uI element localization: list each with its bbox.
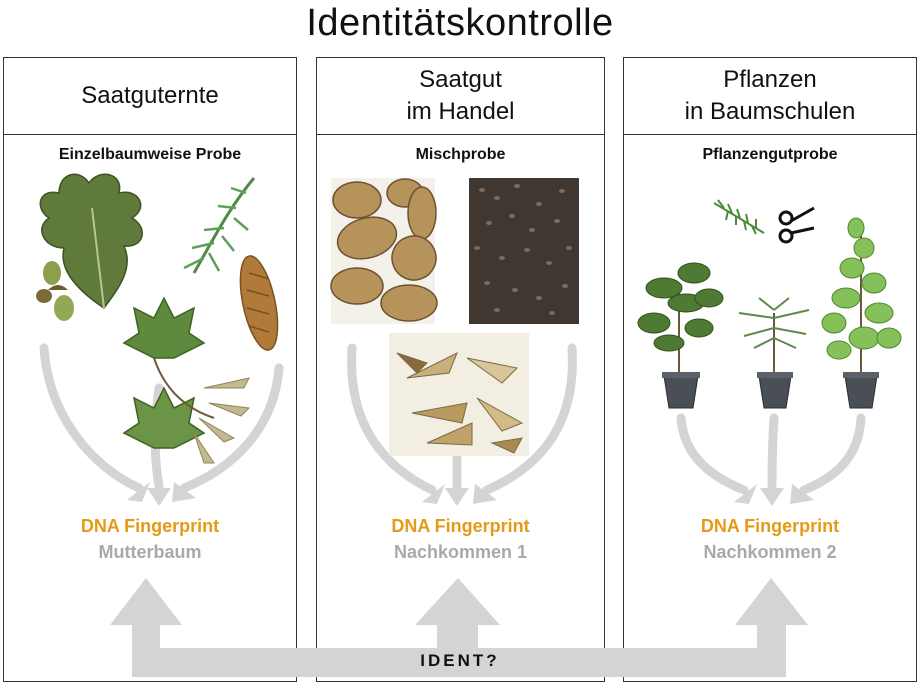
arrow-head	[445, 488, 469, 506]
arrow-head	[422, 484, 445, 504]
dna-fingerprint-sublabel: Mutterbaum	[98, 542, 202, 562]
dna-fingerprint-label: DNA Fingerprint	[391, 516, 530, 536]
heading-line: Saatgut	[419, 66, 502, 93]
nursery-illustration	[637, 199, 902, 506]
acorn-icon	[330, 178, 438, 322]
panel-heading: Saatguternte	[4, 58, 296, 135]
panel-subtitle: Einzelbaumweise Probe	[58, 146, 242, 163]
dna-fingerprint-sublabel: Nachkommen 2	[703, 542, 837, 562]
panel-seed-harvest: Saatguternte Einzelbaumweise Probe	[3, 57, 297, 682]
heading-line: im Handel	[406, 98, 515, 125]
arrow-head	[147, 488, 171, 506]
samara-icon	[193, 377, 251, 464]
ident-question-label: IDENT?	[420, 651, 500, 670]
acorn-photo	[330, 178, 438, 324]
seed-harvest-illustration	[36, 173, 284, 506]
arrow-head	[734, 484, 757, 504]
maple-leaf-icon	[122, 296, 215, 449]
twig-icon	[713, 199, 765, 235]
arrow-curve	[179, 363, 284, 493]
samara-photo	[389, 333, 529, 456]
potted-plant-icon	[821, 217, 902, 409]
dna-fingerprint-sublabel: Nachkommen 1	[393, 542, 528, 562]
arrow-head	[760, 488, 784, 506]
dna-fingerprint-label: DNA Fingerprint	[80, 516, 220, 536]
arrow-curve	[347, 343, 437, 495]
panel-subtitle: Pflanzengutprobe	[702, 146, 838, 163]
samara-icon	[396, 351, 524, 454]
arrow-head	[473, 484, 497, 504]
arrow-curve	[767, 413, 779, 491]
arrow-head	[790, 484, 814, 504]
seed-trade-illustration	[330, 178, 579, 506]
dna-fingerprint-label: DNA Fingerprint	[700, 516, 840, 536]
panel-heading: Saatgut im Handel	[317, 58, 604, 135]
arrow-curve	[676, 413, 749, 495]
seed-photo	[469, 178, 579, 324]
arrow-curve	[39, 343, 144, 493]
arrow-curve	[482, 343, 577, 495]
acorn-icon	[36, 261, 74, 321]
panel-seed-trade: Saatgut im Handel Mischprobe	[316, 57, 605, 682]
arrow-head	[172, 482, 196, 502]
potted-plant-icon	[637, 262, 724, 409]
panel-subtitle: Mischprobe	[415, 146, 506, 163]
oak-leaf-icon	[39, 173, 143, 310]
seed-icon	[474, 184, 572, 315]
heading-line: in Baumschulen	[684, 98, 856, 125]
arrow-head	[127, 482, 150, 502]
diagram-title: Identitätskontrolle	[306, 2, 614, 44]
panel-nursery-plants: Pflanzen in Baumschulen Pflanzengutprobe	[623, 57, 917, 682]
arrow-curve	[799, 413, 866, 495]
spruce-cone-icon	[183, 177, 279, 351]
panel-heading: Pflanzen in Baumschulen	[624, 58, 916, 135]
heading-line: Saatguternte	[81, 82, 219, 109]
scissors-icon	[778, 206, 815, 244]
potted-plant-icon	[738, 297, 810, 409]
heading-line: Pflanzen	[723, 66, 817, 93]
